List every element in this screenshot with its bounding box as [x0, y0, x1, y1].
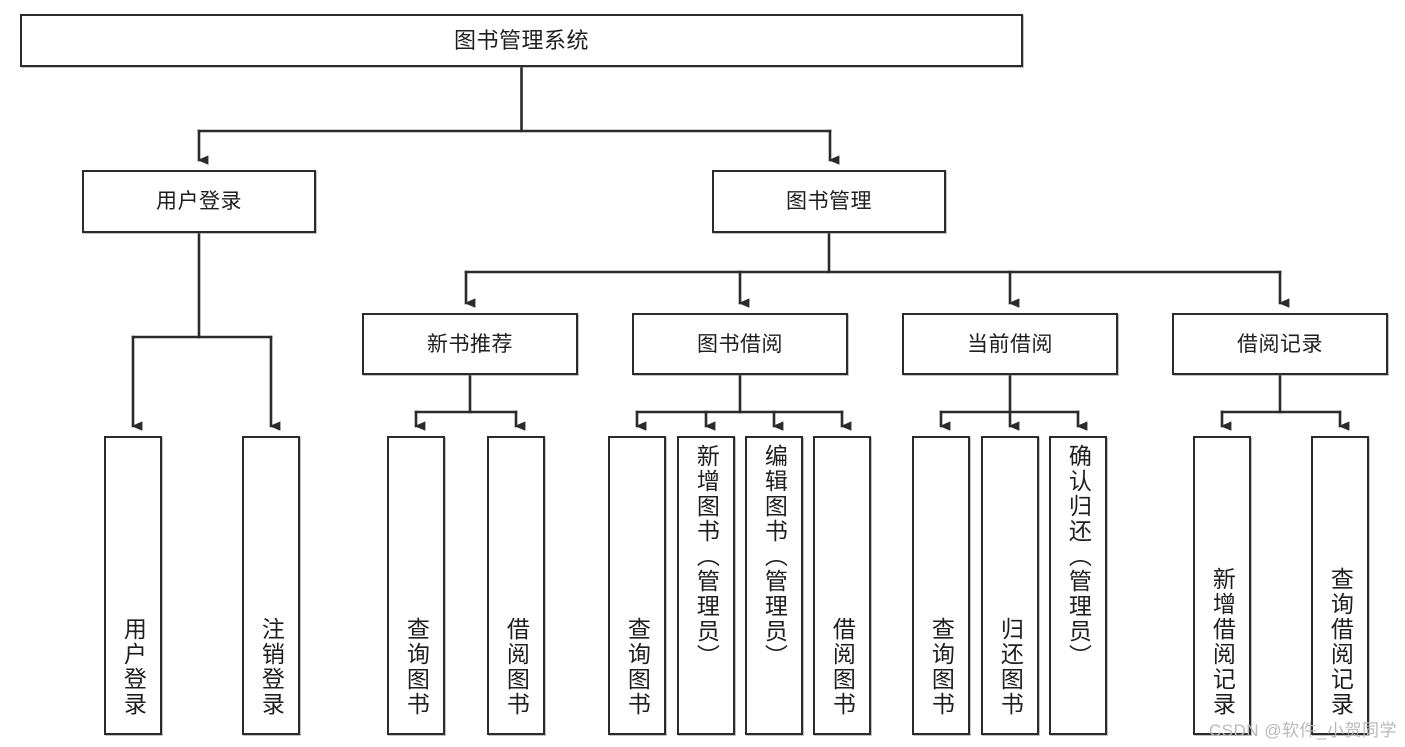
leaf-label: 查询图书	[624, 617, 651, 717]
leaf-add-book-admin[interactable]: 新增图书（管理员）	[677, 436, 735, 735]
leaf-query-book-borrow[interactable]: 查询图书	[608, 436, 666, 735]
leaf-label: 新增图书（管理员）	[693, 444, 720, 669]
leaf-label: 归还图书	[997, 617, 1024, 717]
node-borrow-record[interactable]: 借阅记录	[1172, 313, 1388, 375]
leaf-add-borrow-record[interactable]: 新增借阅记录	[1193, 436, 1251, 735]
leaf-borrow-book-recommend[interactable]: 借阅图书	[487, 436, 545, 735]
leaf-edit-book-admin[interactable]: 编辑图书（管理员）	[745, 436, 803, 735]
leaf-label: 确认归还（管理员）	[1065, 444, 1092, 669]
leaf-borrow-book[interactable]: 借阅图书	[813, 436, 871, 735]
leaf-label: 借阅图书	[829, 617, 856, 717]
node-book-management-system[interactable]: 图书管理系统	[20, 14, 1023, 67]
leaf-query-book-recommend[interactable]: 查询图书	[387, 436, 445, 735]
node-label: 图书管理	[786, 190, 872, 213]
leaf-label: 借阅图书	[503, 617, 530, 717]
node-user-login[interactable]: 用户登录	[82, 170, 316, 233]
node-label: 借阅记录	[1237, 332, 1323, 356]
leaf-return-book[interactable]: 归还图书	[981, 436, 1039, 735]
leaf-label: 编辑图书（管理员）	[761, 444, 788, 669]
leaf-label: 注销登录	[258, 617, 285, 717]
leaf-user-login[interactable]: 用户登录	[104, 436, 162, 735]
node-new-book-recommend[interactable]: 新书推荐	[362, 313, 578, 375]
node-label: 新书推荐	[427, 332, 513, 356]
leaf-label: 新增借阅记录	[1209, 567, 1236, 717]
node-current-borrow[interactable]: 当前借阅	[902, 313, 1118, 375]
leaf-query-book-current[interactable]: 查询图书	[912, 436, 970, 735]
leaf-label: 用户登录	[120, 617, 147, 717]
leaf-label: 查询借阅记录	[1327, 567, 1354, 717]
node-label: 图书借阅	[697, 332, 783, 356]
node-label: 用户登录	[156, 190, 242, 213]
node-label: 当前借阅	[967, 332, 1053, 356]
leaf-logout[interactable]: 注销登录	[242, 436, 300, 735]
node-label: 图书管理系统	[453, 27, 589, 53]
leaf-label: 查询图书	[928, 617, 955, 717]
node-book-management[interactable]: 图书管理	[712, 170, 946, 233]
node-book-borrow[interactable]: 图书借阅	[632, 313, 848, 375]
leaf-confirm-return-admin[interactable]: 确认归还（管理员）	[1049, 436, 1107, 735]
leaf-label: 查询图书	[403, 617, 430, 717]
leaf-query-borrow-record[interactable]: 查询借阅记录	[1311, 436, 1369, 735]
